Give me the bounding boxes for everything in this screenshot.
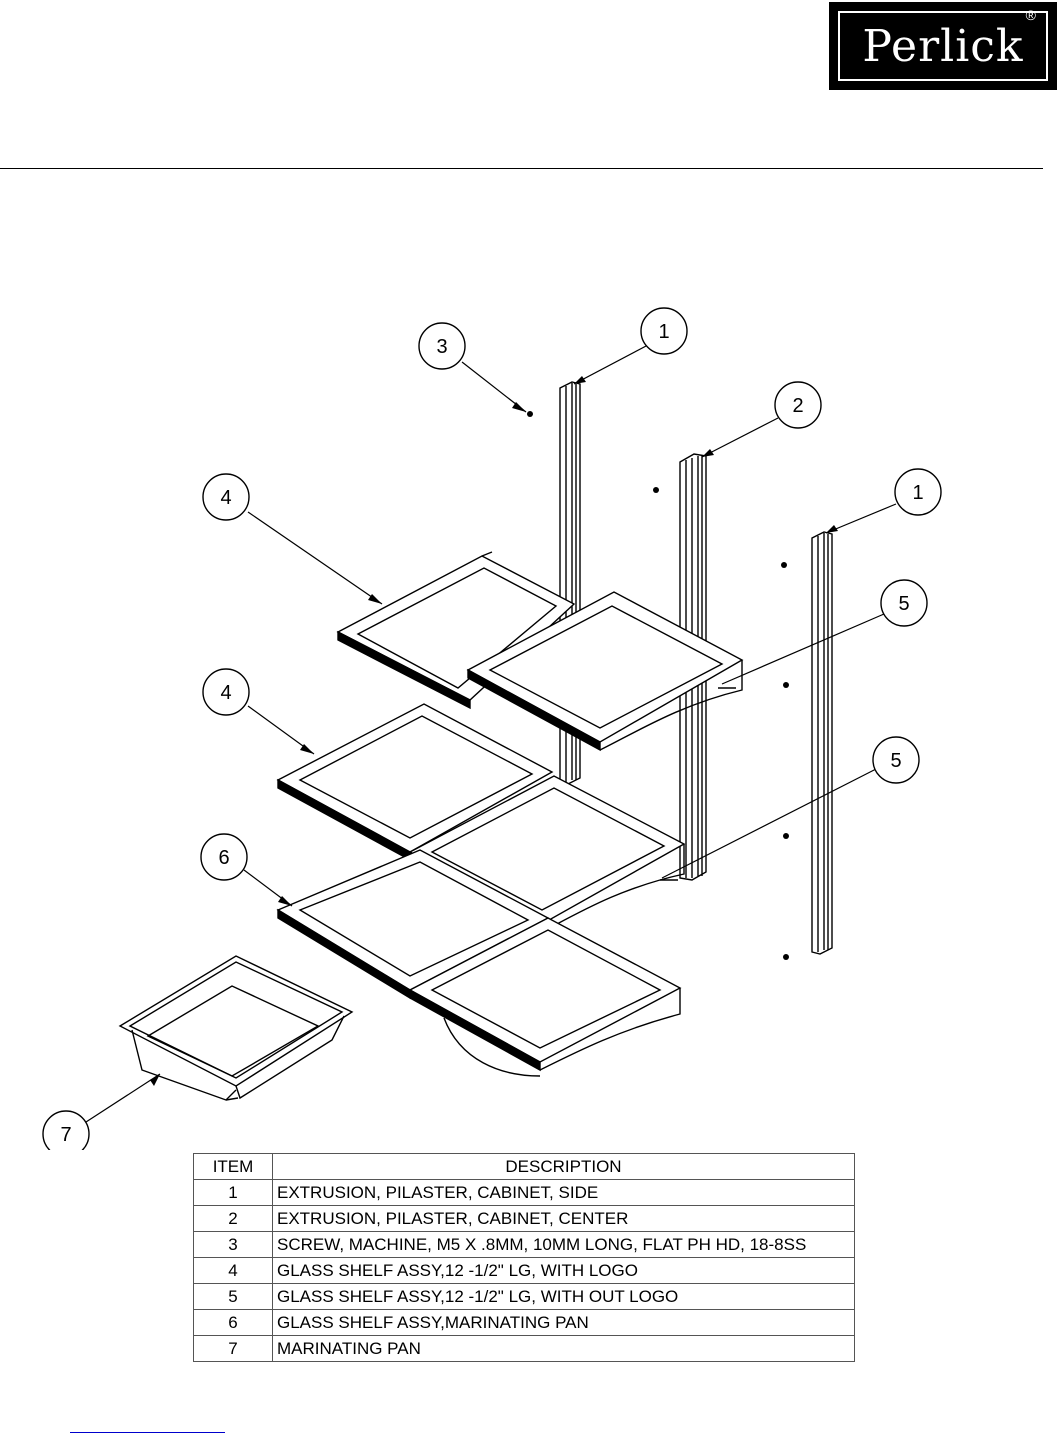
- registered-mark: ®: [1025, 7, 1036, 23]
- table-row: 5 GLASS SHELF ASSY,12 -1/2" LG, WITH OUT…: [193, 1283, 855, 1310]
- callout-5-upper: [880, 579, 928, 627]
- parts-list-table: ITEM DESCRIPTION 1 EXTRUSION, PILASTER, …: [193, 1153, 855, 1362]
- callout-label: 5: [898, 593, 909, 615]
- callout-7: [42, 1110, 90, 1150]
- exploded-view-drawing: 3 1 2 1 4 5 4 5 6 7: [42, 307, 942, 1150]
- table-row: 6 GLASS SHELF ASSY,MARINATING PAN: [193, 1309, 855, 1336]
- callout-5-lower: [872, 736, 920, 784]
- item-number: 4: [193, 1257, 273, 1284]
- leader-arrowheads: [150, 376, 838, 1086]
- marinating-pan: [118, 955, 354, 1101]
- item-number: 1: [193, 1179, 273, 1206]
- perlick-logo: Perlick ®: [829, 2, 1057, 90]
- item-description: MARINATING PAN: [272, 1335, 855, 1362]
- callout-label: 5: [890, 750, 901, 772]
- header-rule: [0, 168, 1043, 169]
- header-item: ITEM: [193, 1153, 273, 1180]
- logo-frame: Perlick ®: [838, 7, 1048, 81]
- table-row: 7 MARINATING PAN: [193, 1335, 855, 1362]
- glass-shelf-marinating-pan-right: [408, 917, 682, 1077]
- table-row: 2 EXTRUSION, PILASTER, CABINET, CENTER: [193, 1205, 855, 1232]
- header-description: DESCRIPTION: [272, 1153, 855, 1180]
- callout-label: 1: [912, 482, 923, 504]
- item-number: 6: [193, 1309, 273, 1336]
- item-description: EXTRUSION, PILASTER, CABINET, SIDE: [272, 1179, 855, 1206]
- table-header-row: ITEM DESCRIPTION: [193, 1153, 855, 1180]
- item-number: 2: [193, 1205, 273, 1232]
- item-number: 7: [193, 1335, 273, 1362]
- item-description: SCREW, MACHINE, M5 X .8MM, 10MM LONG, FL…: [272, 1231, 855, 1258]
- callout-label: 1: [658, 321, 669, 343]
- callout-label: 7: [60, 1124, 71, 1146]
- pilaster-side-right: [811, 531, 833, 955]
- callout-label: 4: [220, 682, 231, 704]
- footer-link-underline[interactable]: [70, 1432, 225, 1433]
- screws: [527, 411, 789, 960]
- item-description: GLASS SHELF ASSY,12 -1/2" LG, WITH LOGO: [272, 1257, 855, 1284]
- item-description: GLASS SHELF ASSY,MARINATING PAN: [272, 1309, 855, 1336]
- item-number: 3: [193, 1231, 273, 1258]
- item-number: 5: [193, 1283, 273, 1310]
- logo-text: Perlick: [862, 20, 1024, 72]
- callout-label: 2: [792, 395, 803, 417]
- item-description: GLASS SHELF ASSY,12 -1/2" LG, WITH OUT L…: [272, 1283, 855, 1310]
- callout-1-right: [894, 468, 942, 516]
- table-row: 3 SCREW, MACHINE, M5 X .8MM, 10MM LONG, …: [193, 1231, 855, 1258]
- table-row: 4 GLASS SHELF ASSY,12 -1/2" LG, WITH LOG…: [193, 1257, 855, 1284]
- callout-4-middle: [202, 668, 250, 716]
- callout-2: [774, 381, 822, 429]
- callout-4-upper: [202, 473, 250, 521]
- callout-label: 6: [218, 847, 229, 869]
- callout-6: [200, 833, 248, 881]
- callout-label: 3: [436, 336, 447, 358]
- glass-shelf-with-logo-upper: [336, 551, 576, 710]
- callout-3: [418, 322, 466, 370]
- callout-label: 4: [220, 487, 231, 509]
- item-description: EXTRUSION, PILASTER, CABINET, CENTER: [272, 1205, 855, 1232]
- table-row: 1 EXTRUSION, PILASTER, CABINET, SIDE: [193, 1179, 855, 1206]
- callout-1-left: [640, 307, 688, 355]
- glass-shelf-without-logo-upper: [466, 591, 744, 752]
